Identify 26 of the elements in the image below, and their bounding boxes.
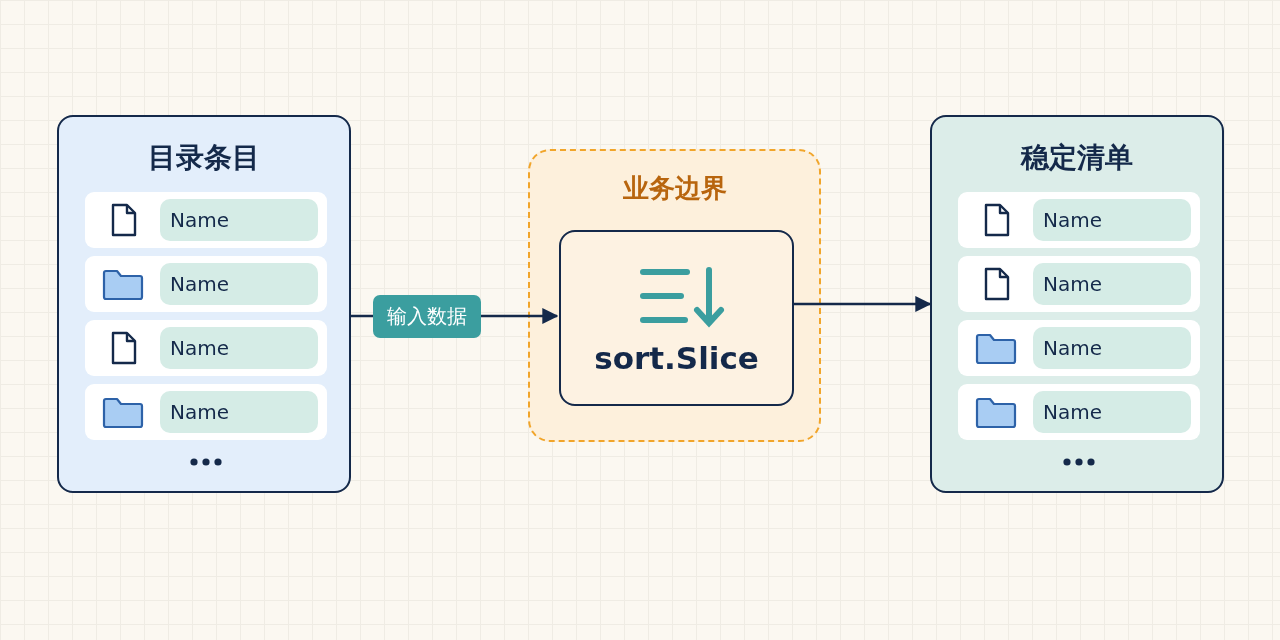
list-panel [930,115,1224,493]
panel-title: 稳定清单 [1021,140,1133,176]
list-row [85,192,327,248]
list-panel [57,115,351,493]
process-box [559,230,794,406]
list-row [958,384,1200,440]
list-row [85,256,327,312]
list-row [85,384,327,440]
name-tag: Name [1033,263,1191,305]
name-tag: Name [1033,199,1191,241]
list-row [85,320,327,376]
edge-label: 输入数据 [373,294,481,338]
name-tag: Name [160,327,318,369]
list-row [958,256,1200,312]
name-tag: Name [1033,391,1191,433]
function-name: sort.Slice [594,340,759,376]
name-tag: Name [160,391,318,433]
arrow [792,296,932,312]
boundary-title: 业务边界 [622,173,727,203]
boundary-box [528,149,821,442]
name-tag: Name [160,199,318,241]
list-row [958,192,1200,248]
panel-title: 目录条目 [148,140,260,176]
name-tag: Name [1033,327,1191,369]
list-row [958,320,1200,376]
name-tag: Name [160,263,318,305]
